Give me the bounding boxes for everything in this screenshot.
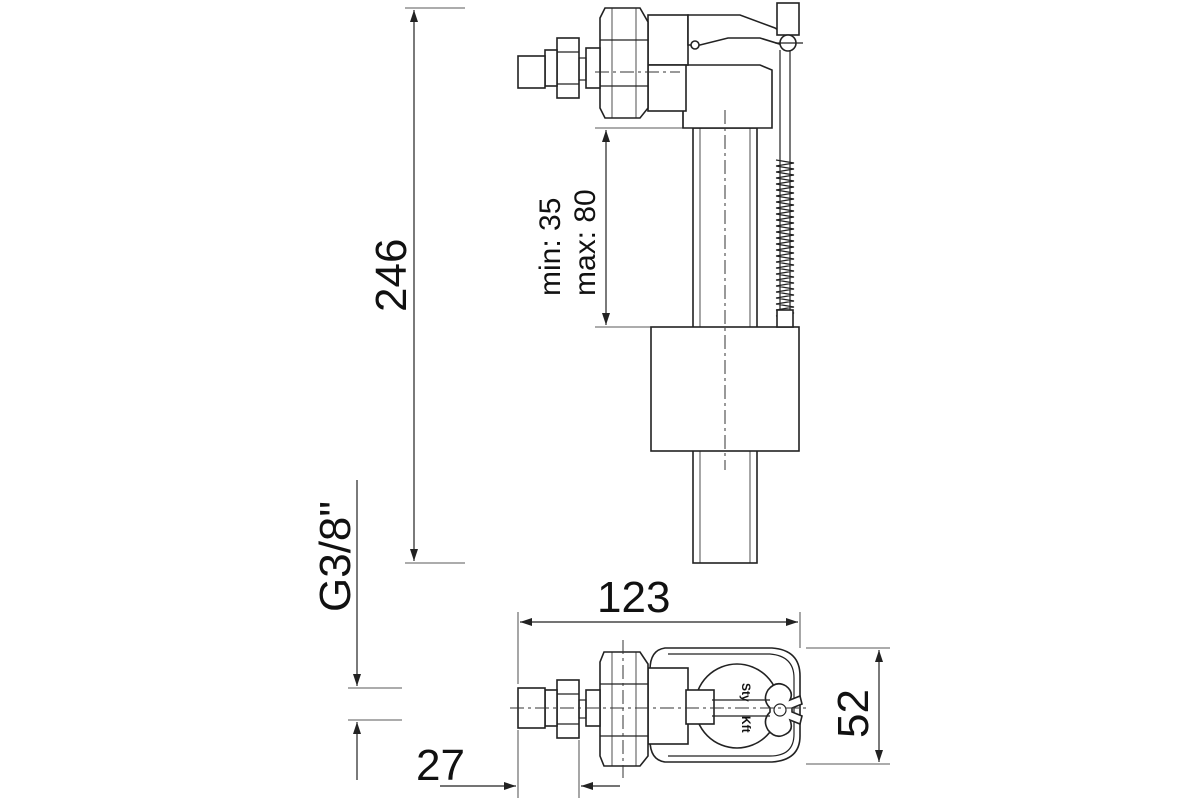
width-label: 123 [597,573,670,622]
housing-collar [647,14,689,66]
lever-arm [687,14,792,47]
hex-nut [599,7,649,119]
logo-bottom-text: Kft [739,716,753,733]
top-inlet-nut [556,679,580,739]
thread-label: G3/8" [311,501,360,612]
inlet-length-label: 27 [416,741,465,790]
inlet-spigot [517,55,546,89]
housing-collar-lower [647,64,687,112]
logo-top-text: Sty [739,683,753,702]
adjust-spring [775,159,795,317]
valve-housing [682,64,773,129]
inlet-thread [544,49,558,87]
lever-cap [776,2,800,36]
inlet-nut [556,37,580,99]
top-hex-nut [599,651,649,767]
float-clip [764,682,803,738]
height-label: 246 [367,239,416,312]
lever-pivot [690,40,700,50]
depth-label: 52 [829,689,878,738]
side-view: min: 35 max: 80 246 [367,2,803,564]
top-view: Sty Kft 123 52 [311,480,890,798]
float-travel-max-label: max: 80 [569,189,602,296]
float-travel-min-label: min: 35 [534,198,567,296]
spring-coils [775,159,795,317]
inlet-washer [585,47,601,89]
